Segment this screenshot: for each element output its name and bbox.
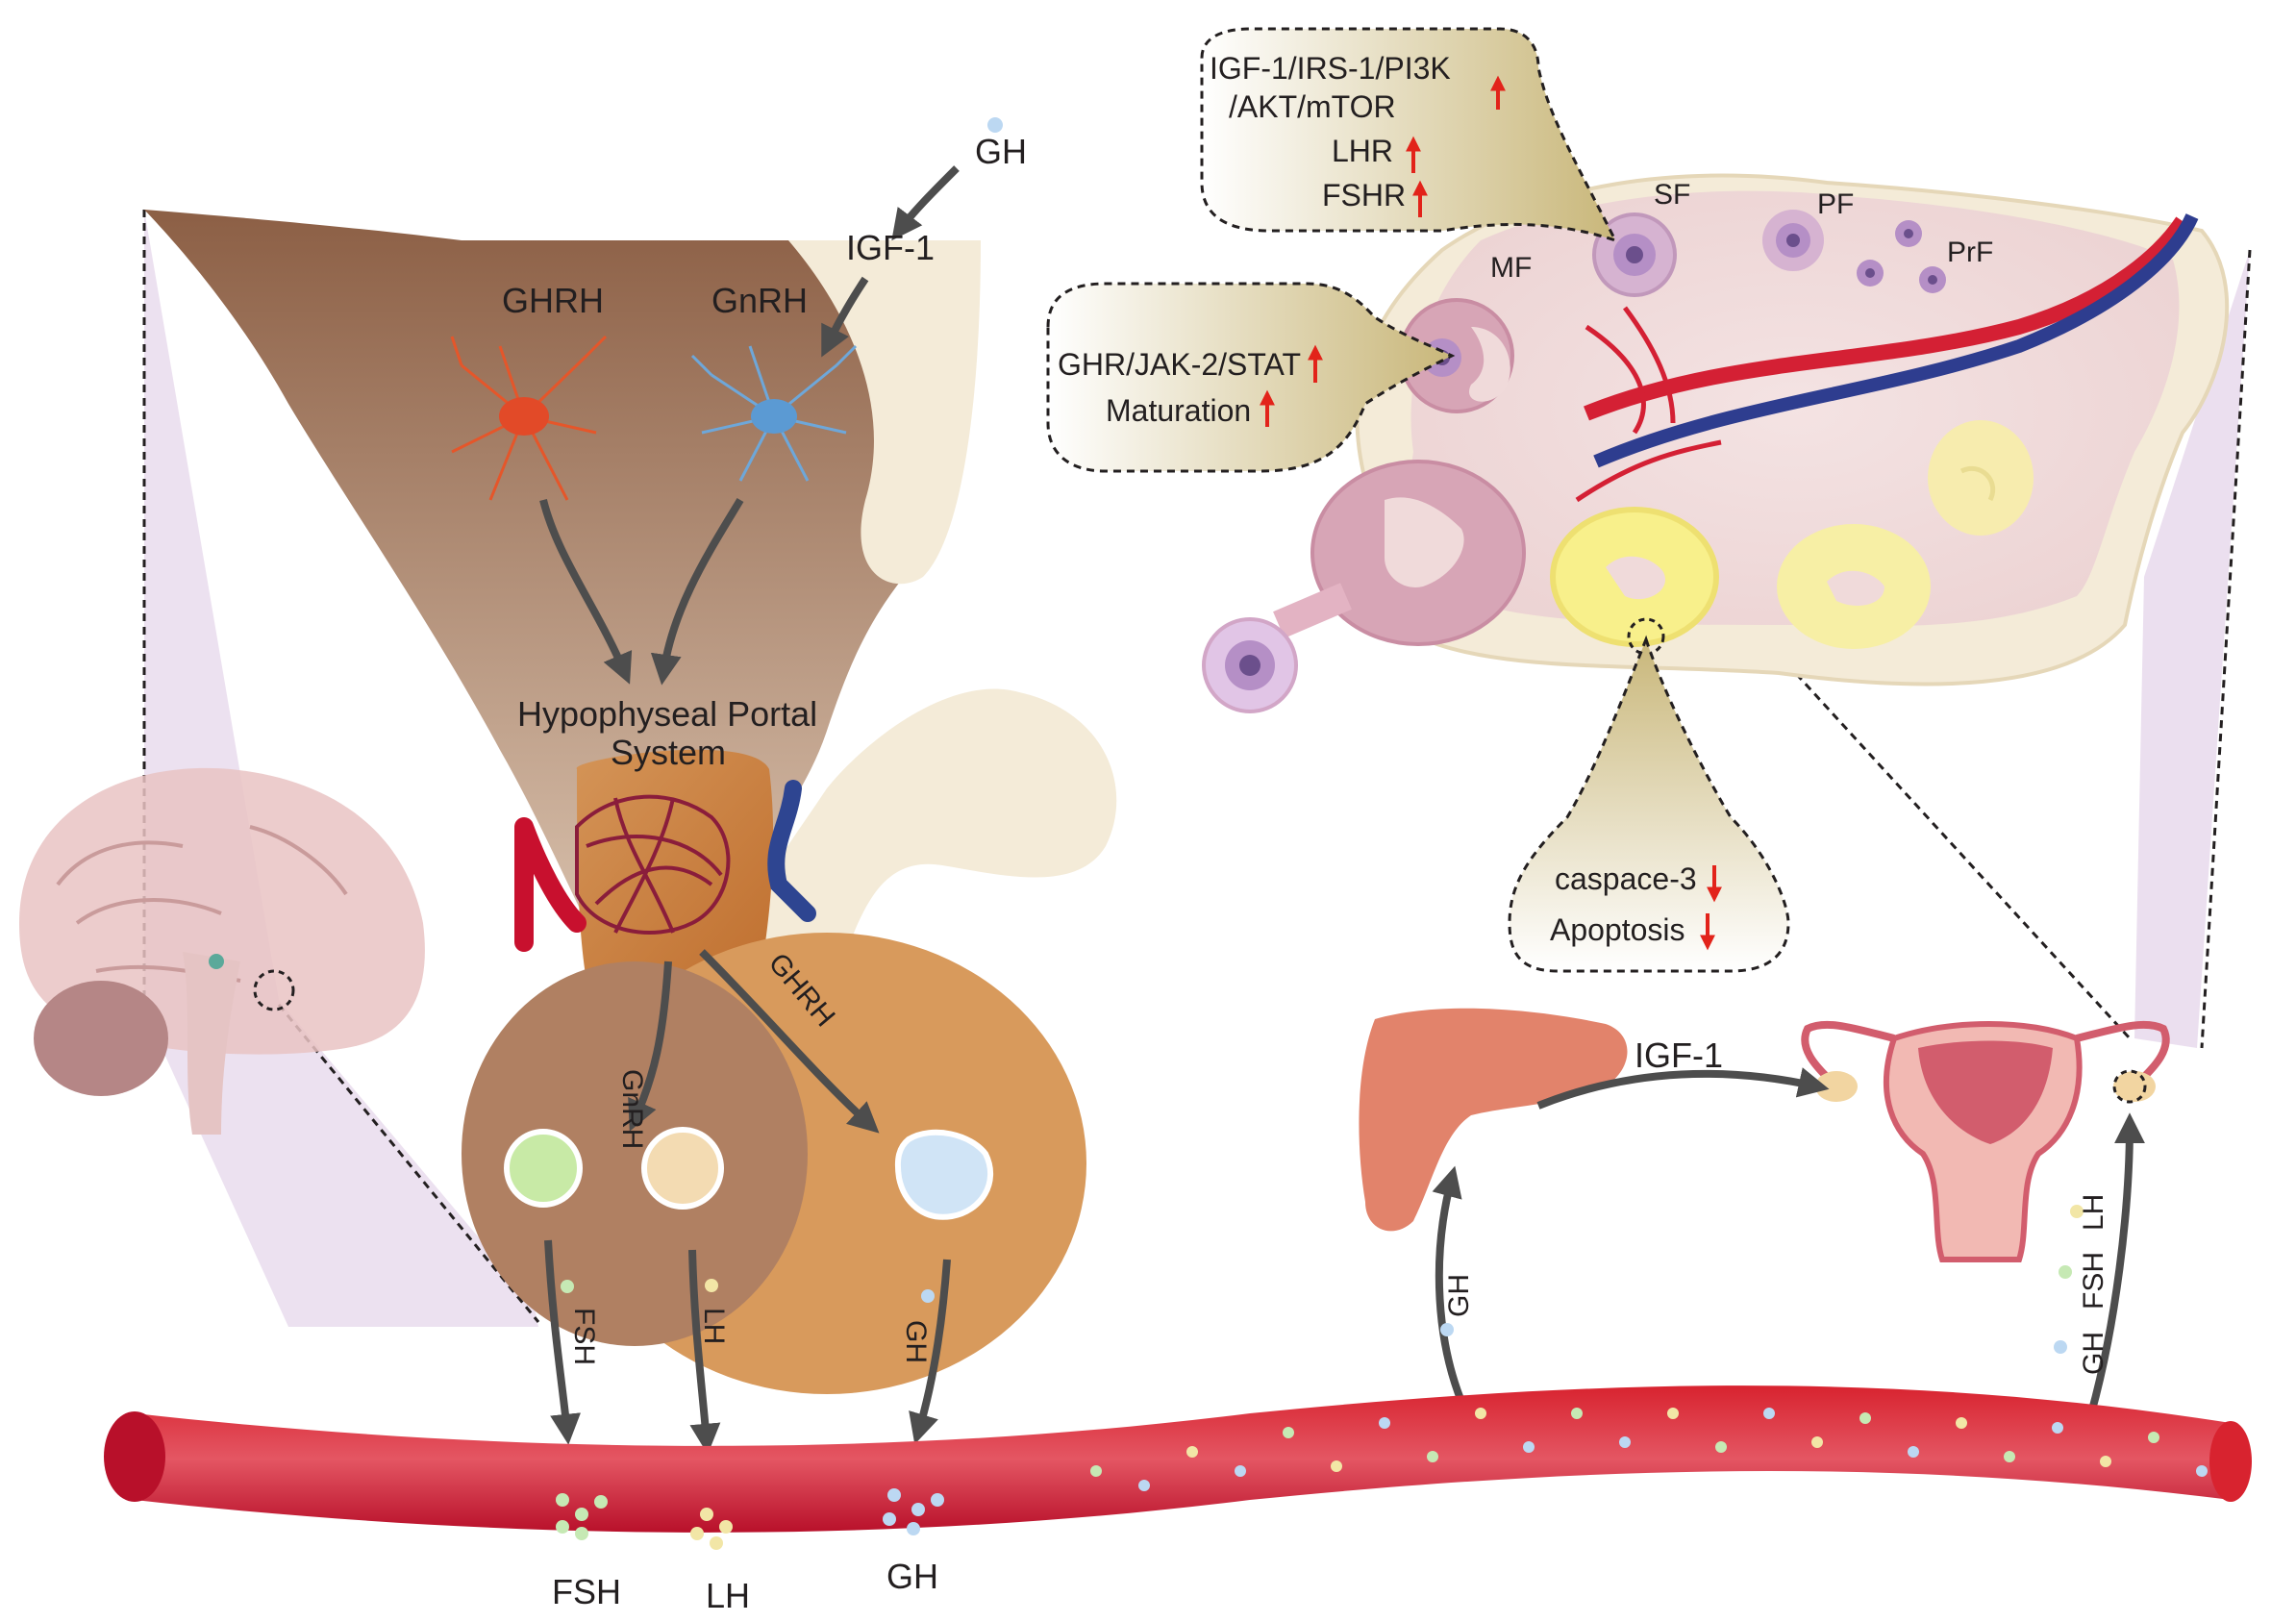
brain-zoom-line (277, 1004, 540, 1323)
label-mf: MF (1490, 252, 1532, 284)
ovary-zoom-cone (2134, 250, 2250, 1048)
pit-gnrh-arrow (628, 961, 672, 1132)
liver-icon (1359, 1008, 1628, 1232)
follicle-mf (1399, 298, 1514, 413)
liver-igf1-label: IGF-1 (1635, 1036, 1723, 1075)
pituitary-stalk (576, 749, 774, 981)
ovary-artery (1584, 216, 2189, 421)
brain-zoom-circle (253, 969, 295, 1011)
posterior-lobe (731, 688, 1117, 1008)
pit-gnrh-label: GnRH (616, 1069, 648, 1149)
label-prf: PrF (1947, 237, 1993, 268)
lh-uterus-dot (2070, 1205, 2084, 1218)
uterus-icon (1801, 1020, 2170, 1262)
corpus-luteum-zoom-circle (1627, 617, 1665, 656)
portal-artery (514, 817, 586, 952)
fsh-uterus-dot (2059, 1265, 2072, 1279)
label-pf: PF (1817, 188, 1854, 220)
corpus-luteum-2 (1777, 524, 1931, 649)
gnrh-label: GnRH (711, 281, 808, 320)
portal-label-line2: System (611, 733, 726, 772)
gh-to-igf1-arrow (891, 165, 960, 241)
uterus-zoom-circle (2112, 1069, 2147, 1104)
callout-bottom-line1: caspace-3 (1555, 861, 1697, 896)
callout-mid-line1: GHR/JAK-2/STAT (1058, 347, 1301, 382)
callout-bottom-line2: Apoptosis (1550, 912, 1685, 947)
pit-ghrh-arrow (699, 949, 880, 1134)
callout-top-line4: FSHR (1322, 178, 1406, 212)
gh-liver-dot (1440, 1323, 1454, 1336)
lh-release-arrow (688, 1249, 721, 1455)
fsh-vessel-label: FSH (552, 1572, 621, 1611)
gh-dot (987, 117, 1003, 133)
liver-to-uterus-arrow (1536, 1067, 1830, 1110)
gh-release-arrow (909, 1259, 951, 1445)
gh-label-top: GH (975, 132, 1027, 171)
lh-dot-cluster (690, 1508, 733, 1550)
blood-to-uterus-arrow (2087, 1112, 2145, 1415)
ovary-zoom-line-right (2200, 249, 2252, 1049)
liver-gh-label: GH (1443, 1274, 1475, 1317)
follicle-pf (1762, 210, 1824, 271)
ghrh-label: GHRH (502, 281, 604, 320)
callout-top-line2: /AKT/mTOR (1229, 89, 1396, 124)
ovary-zoom-line-left (1767, 642, 2132, 1040)
corpus-albicans (1928, 420, 2034, 536)
blood-vessel-opening (104, 1411, 165, 1502)
follicle-ovulating (1273, 460, 1526, 646)
blood-to-liver-arrow (1432, 1165, 1475, 1425)
gh-arrow-label: GH (900, 1320, 932, 1363)
callout-top-line3: LHR (1332, 134, 1393, 168)
portal-vein (767, 780, 816, 922)
follicle-sf (1592, 212, 1677, 297)
label-sf: SF (1654, 179, 1690, 211)
gh-vessel-label: GH (886, 1557, 938, 1596)
gh-release-dot (921, 1289, 935, 1303)
ghrh-down-arrow (539, 499, 633, 685)
igf1-to-gnrh-arrow (821, 276, 869, 358)
lh-vessel-label: LH (706, 1576, 750, 1615)
portal-label-line1: Hypophyseal Portal (517, 694, 817, 734)
gh-cell (894, 1129, 993, 1220)
blood-vessel-end (2209, 1421, 2252, 1502)
uterus-gh-label: GH (2078, 1332, 2109, 1375)
uterus-fsh-label: FSH (2078, 1252, 2109, 1310)
fsh-release-arrow (544, 1239, 582, 1445)
lh-cell (641, 1127, 724, 1210)
portal-capillary-net (575, 794, 731, 935)
gh-dot-cluster (883, 1488, 944, 1535)
follicle-prf (1857, 220, 1946, 293)
ovary-vein (1593, 213, 2199, 468)
fsh-dot-cluster (556, 1493, 608, 1540)
hypothalamus-tissue (144, 210, 981, 1106)
gnrh-down-arrow (650, 497, 744, 686)
ventricle-cream (788, 240, 981, 585)
brain-thumbnail (19, 767, 425, 1135)
fsh-arrow-label: FSH (568, 1308, 600, 1365)
circulating-dots (1090, 1408, 2208, 1491)
fsh-release-dot (561, 1280, 574, 1293)
blood-vessel (135, 1385, 2231, 1533)
lh-arrow-label: LH (698, 1308, 730, 1344)
lh-release-dot (705, 1279, 718, 1292)
fsh-cell (504, 1129, 583, 1208)
corpus-luteum-1 (1550, 507, 1719, 656)
ovary-small-vessels (1575, 306, 1722, 503)
callout-mid-line2: Maturation (1106, 393, 1251, 428)
uterus-lh-label: LH (2078, 1194, 2109, 1231)
callout-mid-bubble (1046, 282, 1456, 473)
ghrh-neuron-icon (450, 335, 608, 501)
released-oocyte (1202, 617, 1298, 713)
callout-top-bubble (1200, 27, 1618, 243)
gh-uterus-dot (2054, 1340, 2067, 1354)
igf1-label-top: IGF-1 (846, 228, 935, 267)
callout-top-line1: IGF-1/IRS-1/PI3K (1210, 51, 1451, 86)
